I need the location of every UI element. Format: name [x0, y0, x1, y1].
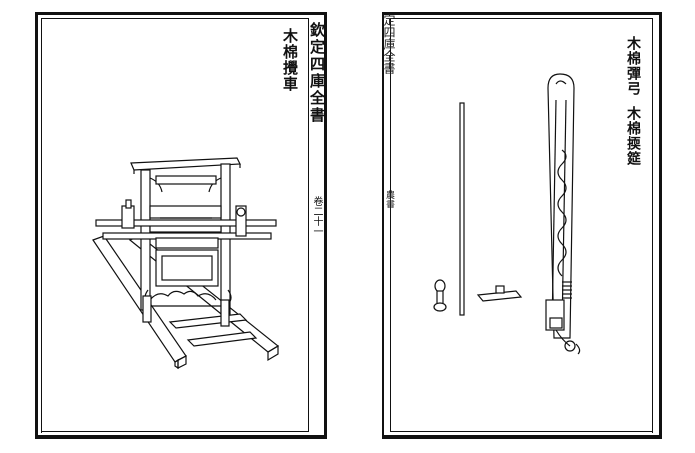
rolling-rod	[459, 102, 465, 316]
margin-volume: 卷二十一	[311, 196, 322, 236]
left-page-outer-border	[35, 12, 38, 439]
right-page	[382, 12, 662, 439]
left-page-inner-top-rule	[41, 18, 309, 19]
margin-column: 欽定四庫全書 卷二十一	[308, 12, 327, 439]
cotton-gin-drawing	[92, 157, 280, 370]
mallet-icon	[433, 279, 447, 312]
right-page-top-border	[382, 12, 662, 15]
right-page-inner-bottom-rule	[390, 431, 653, 432]
left-page-gutter-edge	[324, 12, 327, 439]
roller-axle-upper	[95, 219, 277, 227]
label-cotton-rolling-pin: 木棉㨎筵	[625, 106, 641, 166]
left-page-inner-rule	[41, 18, 42, 433]
left-page-top-border	[35, 12, 327, 15]
right-page-inner-top-rule	[390, 18, 653, 19]
right-margin-fragment-top: 定四庫全書	[382, 14, 396, 74]
right-page-inner-rule	[652, 18, 653, 433]
margin-book-title: 欽定四庫全書	[308, 22, 326, 124]
label-cotton-bow: 木棉彈弓	[625, 36, 641, 96]
left-page-title: 木棉攪車	[281, 28, 299, 92]
right-page-bottom-border	[382, 435, 662, 439]
right-page-gutter-rule	[390, 18, 391, 432]
crank-right	[235, 205, 247, 237]
left-page-inner-bottom-rule	[41, 431, 309, 432]
left-page-bottom-border	[35, 435, 327, 439]
left-page-center-rule	[308, 18, 309, 432]
right-page-outer-border	[659, 12, 662, 439]
right-page-gutter-edge	[382, 12, 384, 439]
cotton-bow-icon	[545, 73, 581, 355]
base-rail-right-end	[267, 344, 279, 362]
left-page	[35, 12, 327, 439]
plank-icon	[476, 285, 523, 302]
right-margin-fragment-mid: 農書	[384, 190, 394, 208]
